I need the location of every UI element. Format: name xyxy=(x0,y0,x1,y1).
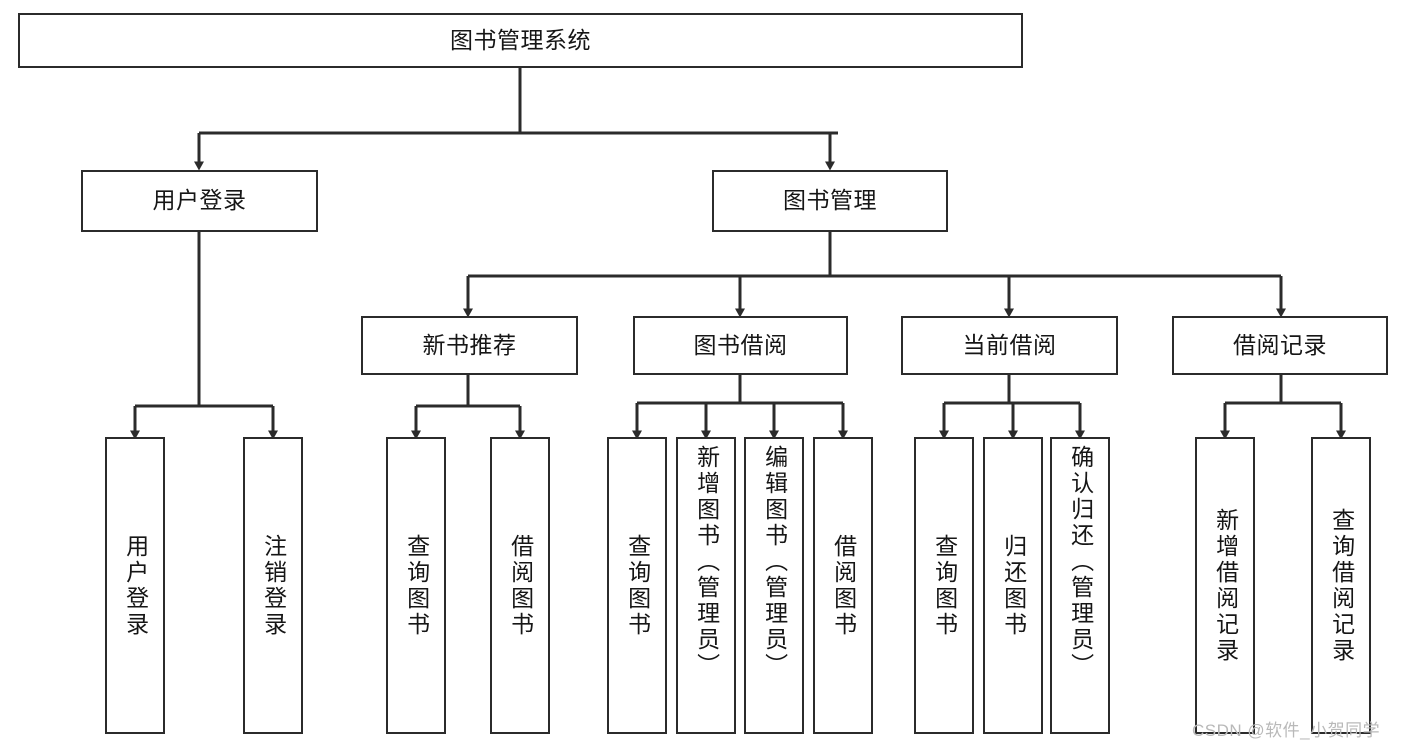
node-book-borrow[interactable]: 图书借阅 xyxy=(633,316,848,375)
node-leaf-query-book-2-label: 查询图书 xyxy=(624,533,651,638)
node-borrow-record-label: 借阅记录 xyxy=(1233,331,1327,358)
node-new-book-recommend-label: 新书推荐 xyxy=(422,331,517,358)
node-root-label: 图书管理系统 xyxy=(450,26,591,53)
node-leaf-confirm-return-label: 确认归还（管理员） xyxy=(1067,445,1094,679)
node-leaf-user-logout[interactable]: 注销登录 xyxy=(243,437,303,734)
node-book-borrow-label: 图书借阅 xyxy=(693,331,788,358)
node-new-book-recommend[interactable]: 新书推荐 xyxy=(361,316,578,375)
node-leaf-query-book-1[interactable]: 查询图书 xyxy=(386,437,446,734)
node-leaf-add-record[interactable]: 新增借阅记录 xyxy=(1195,437,1255,734)
node-leaf-add-book-label: 新增图书（管理员） xyxy=(693,445,720,679)
node-leaf-add-book[interactable]: 新增图书（管理员） xyxy=(676,437,736,734)
node-leaf-return-book-label: 归还图书 xyxy=(1000,533,1027,638)
node-leaf-borrow-book-1-label: 借阅图书 xyxy=(507,533,534,638)
node-borrow-record[interactable]: 借阅记录 xyxy=(1172,316,1388,375)
node-leaf-edit-book-label: 编辑图书（管理员） xyxy=(761,445,788,679)
node-leaf-borrow-book-2[interactable]: 借阅图书 xyxy=(813,437,873,734)
node-leaf-user-login[interactable]: 用户登录 xyxy=(105,437,165,734)
node-leaf-query-book-3-label: 查询图书 xyxy=(931,533,958,638)
node-current-borrow-label: 当前借阅 xyxy=(962,331,1057,358)
node-leaf-borrow-book-2-label: 借阅图书 xyxy=(830,533,857,638)
watermark: CSDN @软件_小贺同学 xyxy=(1192,721,1381,740)
node-leaf-edit-book[interactable]: 编辑图书（管理员） xyxy=(744,437,804,734)
node-leaf-query-book-3[interactable]: 查询图书 xyxy=(914,437,974,734)
node-user-login[interactable]: 用户登录 xyxy=(81,170,318,232)
node-leaf-user-login-label: 用户登录 xyxy=(122,533,149,638)
node-user-login-label: 用户登录 xyxy=(152,187,247,214)
node-leaf-query-book-1-label: 查询图书 xyxy=(403,533,430,638)
node-leaf-user-logout-label: 注销登录 xyxy=(260,533,287,638)
node-book-manage[interactable]: 图书管理 xyxy=(712,170,948,232)
node-leaf-query-record-label: 查询借阅记录 xyxy=(1328,507,1355,664)
node-book-manage-label: 图书管理 xyxy=(783,187,877,214)
node-root[interactable]: 图书管理系统 xyxy=(18,13,1023,68)
node-leaf-query-record[interactable]: 查询借阅记录 xyxy=(1311,437,1371,734)
node-leaf-confirm-return[interactable]: 确认归还（管理员） xyxy=(1050,437,1110,734)
node-leaf-borrow-book-1[interactable]: 借阅图书 xyxy=(490,437,550,734)
node-leaf-return-book[interactable]: 归还图书 xyxy=(983,437,1043,734)
node-current-borrow[interactable]: 当前借阅 xyxy=(901,316,1118,375)
node-leaf-add-record-label: 新增借阅记录 xyxy=(1212,507,1239,664)
node-leaf-query-book-2[interactable]: 查询图书 xyxy=(607,437,667,734)
